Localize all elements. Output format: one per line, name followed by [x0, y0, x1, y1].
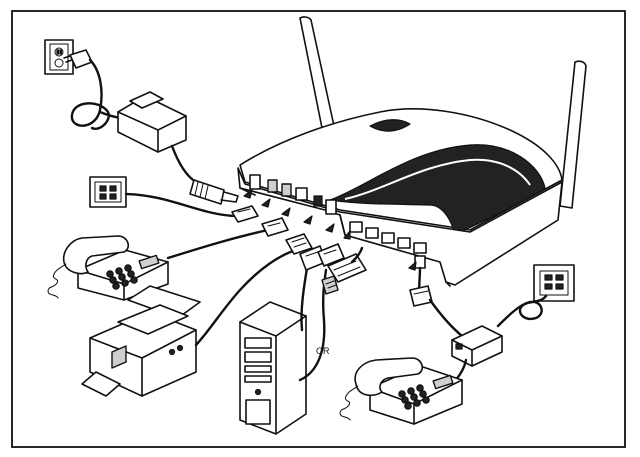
telephone-left-handset — [62, 235, 130, 275]
arrow-line — [408, 261, 417, 271]
router-port-wan — [349, 221, 363, 233]
pc-drive-bay-3 — [244, 365, 272, 373]
phone-wall-jack-right — [533, 264, 575, 302]
or-label: OR — [316, 346, 330, 356]
phone-wall-jack-left — [89, 176, 127, 208]
router-antenna-right — [559, 60, 587, 209]
arrow-usb — [303, 215, 313, 225]
router-port-printer — [325, 199, 337, 215]
router-port-lan-1 — [365, 227, 379, 239]
printer-cable — [194, 248, 298, 347]
arrow-lan — [343, 230, 351, 240]
router-swoosh-highlight — [344, 158, 531, 200]
pc-drive-bay-1 — [244, 337, 272, 349]
line-connector-cable — [428, 298, 464, 338]
telephone-right-keypad — [398, 384, 430, 410]
router-port-lan-4 — [413, 242, 427, 254]
router-port-lan-2 — [381, 232, 395, 244]
serial-connector-1 — [231, 205, 259, 223]
printer-connector — [285, 233, 313, 255]
router-logo — [369, 119, 411, 132]
line-connector — [409, 285, 433, 307]
power-adapter — [117, 91, 187, 153]
router — [237, 16, 587, 287]
telephone-right-handset — [354, 357, 424, 397]
dc-plug — [189, 179, 239, 205]
router-port-serial-1 — [267, 179, 278, 193]
router-port-serial-2 — [281, 183, 292, 197]
ethernet-plug — [321, 253, 367, 295]
insertion-arrows — [243, 189, 417, 271]
arrow-serial — [261, 198, 271, 208]
adapter-dc-cable — [170, 144, 198, 184]
arrow-phone — [281, 207, 291, 217]
jack-to-serial-cable — [124, 192, 238, 218]
router-port-power — [249, 174, 261, 190]
pc-drive-bay-2 — [244, 351, 272, 363]
power-cord — [70, 58, 110, 130]
phone-connector — [261, 217, 289, 237]
line-splitter — [451, 325, 503, 367]
pc-tower — [239, 301, 307, 435]
router-swoosh — [329, 144, 546, 236]
printer-output-tray — [81, 371, 121, 397]
router-base-edge — [239, 187, 451, 287]
printer — [81, 285, 201, 397]
pc-drive-bay-4 — [244, 375, 272, 383]
router-port-lan-3 — [397, 237, 411, 249]
right-jack-cable — [496, 294, 548, 328]
diagram-frame — [11, 10, 626, 448]
telephone-right-coil-cord — [339, 385, 359, 421]
telephone-right — [354, 357, 463, 425]
telephone-left-line-cable — [166, 228, 270, 260]
ethernet-connector-pc — [317, 243, 345, 267]
ethernet-plug-cable — [350, 246, 364, 264]
arrow-power — [243, 189, 253, 199]
arrow-printer — [325, 223, 335, 233]
router-port-usb — [313, 195, 323, 207]
telephone-left — [62, 235, 169, 301]
router-antenna-left — [299, 16, 335, 129]
pc-power-button — [254, 388, 262, 396]
telephone-left-keypad — [106, 264, 138, 290]
router-port-phone — [295, 187, 308, 201]
telephone-left-coil-cord — [47, 263, 67, 299]
